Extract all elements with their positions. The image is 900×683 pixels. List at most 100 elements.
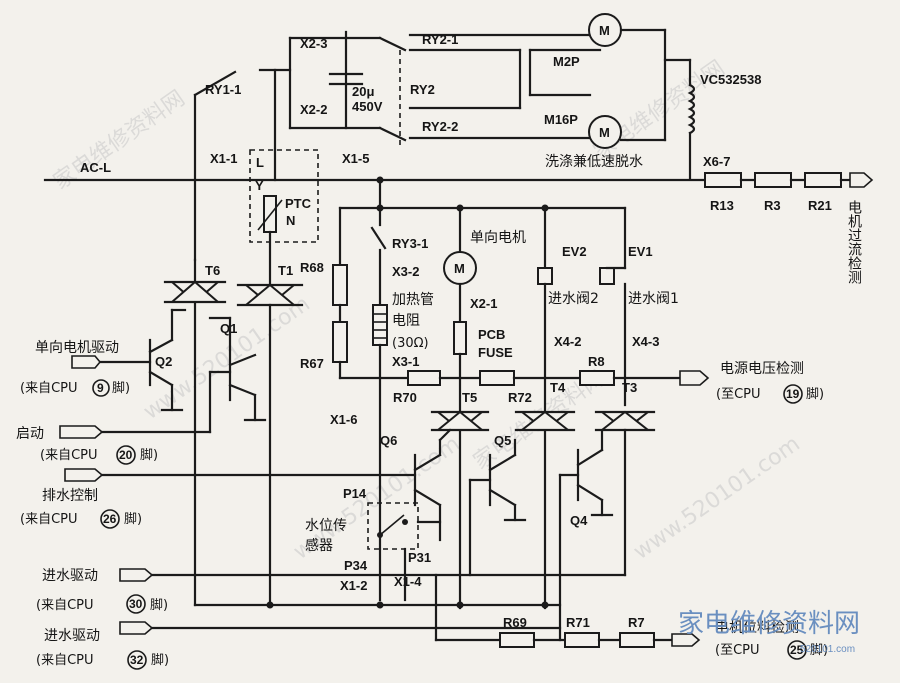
label-pin-9: 9 (97, 381, 104, 395)
label-m2p: M2P (553, 54, 580, 69)
label-inlet-drive: 进水驱动 (42, 568, 98, 584)
label-n: N (286, 213, 295, 228)
label-q5: Q5 (494, 433, 511, 448)
label-p14: P14 (343, 486, 367, 501)
label-x1-1: X1-1 (210, 151, 237, 166)
label-x1-4: X1-4 (394, 574, 422, 589)
label-x4-3: X4-3 (632, 334, 659, 349)
label-from-cpu-9: (来自CPU (20, 381, 78, 396)
label-x2-2: X2-2 (300, 102, 327, 117)
heater-element (372, 304, 388, 346)
label-fuse: FUSE (478, 345, 513, 360)
label-jiao: 脚) (124, 511, 142, 527)
inlet-valve-ev1 (599, 267, 615, 285)
ac-line: AC-L X1-1 X1-5 X6-7 R13 R3 R21 电机过流检测 (43, 151, 874, 284)
label-r13: R13 (710, 198, 734, 213)
label-inlet-drive-2: 进水驱动 (44, 628, 100, 644)
label-ry2-1: RY2-1 (422, 32, 458, 47)
label-r70: R70 (393, 390, 417, 405)
label-jiao: 脚) (112, 380, 130, 396)
label-y: Y (255, 178, 264, 193)
label-heater-ohms: (30Ω) (392, 336, 429, 351)
output-tag-motor-pos (671, 633, 701, 647)
label-q6: Q6 (380, 433, 397, 448)
label-overcurrent-detect: 电机过流检测 (846, 200, 862, 284)
label-start: 启动 (16, 426, 44, 442)
brand-logo: 家电维修资料网 520101.com (678, 609, 860, 655)
label-from-cpu-32: (来自CPU (36, 653, 94, 668)
motor-label: M (599, 23, 610, 38)
label-t4: T4 (550, 380, 566, 395)
label-pin-19: 19 (786, 387, 800, 401)
label-r7: R7 (628, 615, 645, 630)
label-wash-spin: 洗涤兼低速脱水 (545, 154, 643, 170)
label-x2-1: X2-1 (470, 296, 497, 311)
label-x4-2: X4-2 (554, 334, 581, 349)
label-x3-2: X3-2 (392, 264, 419, 279)
brand-text: 家电维修资料网 (678, 609, 860, 639)
label-water-sensor: 水位传 (305, 518, 347, 534)
resistor-r71 (564, 632, 600, 648)
label-ry1-1: RY1-1 (205, 82, 241, 97)
input-tag-drain (64, 468, 104, 482)
pcb-fuse (453, 321, 467, 355)
label-p34: P34 (344, 558, 368, 573)
label-ry3-1: RY3-1 (392, 236, 428, 251)
label-inlet-valve-2: 进水阀2 (548, 291, 599, 307)
label-motor-position-detect: 电机位料检测 (715, 620, 799, 636)
bottom-resistors: R69 R71 R7 电机位料检测 (至CPU 25 脚) (434, 615, 828, 660)
label-pin-32: 32 (130, 653, 144, 667)
label-r68: R68 (300, 260, 324, 275)
resistor-r21 (804, 172, 842, 188)
label-water-sensor-2: 感器 (305, 537, 333, 554)
output-tag-overcurrent (849, 172, 874, 188)
label-from-cpu-20: (来自CPU (40, 448, 98, 463)
watermark-url: www.520101.com (629, 431, 805, 564)
label-ry2-2: RY2-2 (422, 119, 458, 134)
input-tag-inlet-drive-32 (119, 621, 154, 635)
label-t6: T6 (205, 263, 220, 278)
label-q1: Q1 (220, 321, 237, 336)
label-x1-6: X1-6 (330, 412, 357, 427)
label-capacitor-voltage: 450V (352, 99, 383, 114)
inlet-valve-ev2 (537, 267, 553, 285)
label-q4: Q4 (570, 513, 588, 528)
label-t1: T1 (278, 263, 293, 278)
label-q2: Q2 (155, 354, 172, 369)
label-ac-l: AC-L (80, 160, 111, 175)
label-ptc: PTC (285, 196, 312, 211)
motor-label: M (599, 125, 610, 140)
resistor-r72 (479, 370, 515, 386)
label-voltage-detect: 电源电压检测 (720, 361, 804, 377)
label-r72: R72 (508, 390, 532, 405)
label-l: L (256, 155, 264, 170)
label-vc532538: VC532538 (700, 72, 761, 87)
label-p31: P31 (408, 550, 431, 565)
resistor-r13 (704, 172, 742, 188)
label-pin-30: 30 (129, 597, 143, 611)
label-capacitor: 20μ (352, 84, 374, 99)
label-t3: T3 (622, 380, 637, 395)
input-tag-start (59, 425, 104, 439)
label-heater-resistor: 电阻 (392, 313, 420, 329)
load-branches: R68 R67 RY3-1 X3-2 加热管 电阻 (30Ω) X3-1 X1-… (300, 178, 824, 610)
label-r71: R71 (566, 615, 590, 630)
label-from-cpu-26: (来自CPU (20, 512, 78, 527)
label-r69: R69 (503, 615, 527, 630)
label-inlet-valve-1: 进水阀1 (628, 291, 679, 307)
label-ry2: RY2 (410, 82, 435, 97)
label-jiao: 脚) (810, 642, 828, 658)
label-pin-26: 26 (103, 512, 117, 526)
label-jiao: 脚) (140, 447, 158, 463)
ptc-block: L Y N PTC (249, 149, 319, 287)
label-pin-20: 20 (119, 448, 133, 462)
driver-transistors: Q6 Q5 Q4 (380, 428, 614, 642)
label-x2-3: X2-3 (300, 36, 327, 51)
label-jiao: 脚) (150, 597, 168, 613)
label-r3: R3 (764, 198, 781, 213)
label-to-cpu-19: (至CPU (716, 387, 761, 402)
label-ev2: EV2 (562, 244, 587, 259)
resistor-r67 (332, 321, 348, 363)
